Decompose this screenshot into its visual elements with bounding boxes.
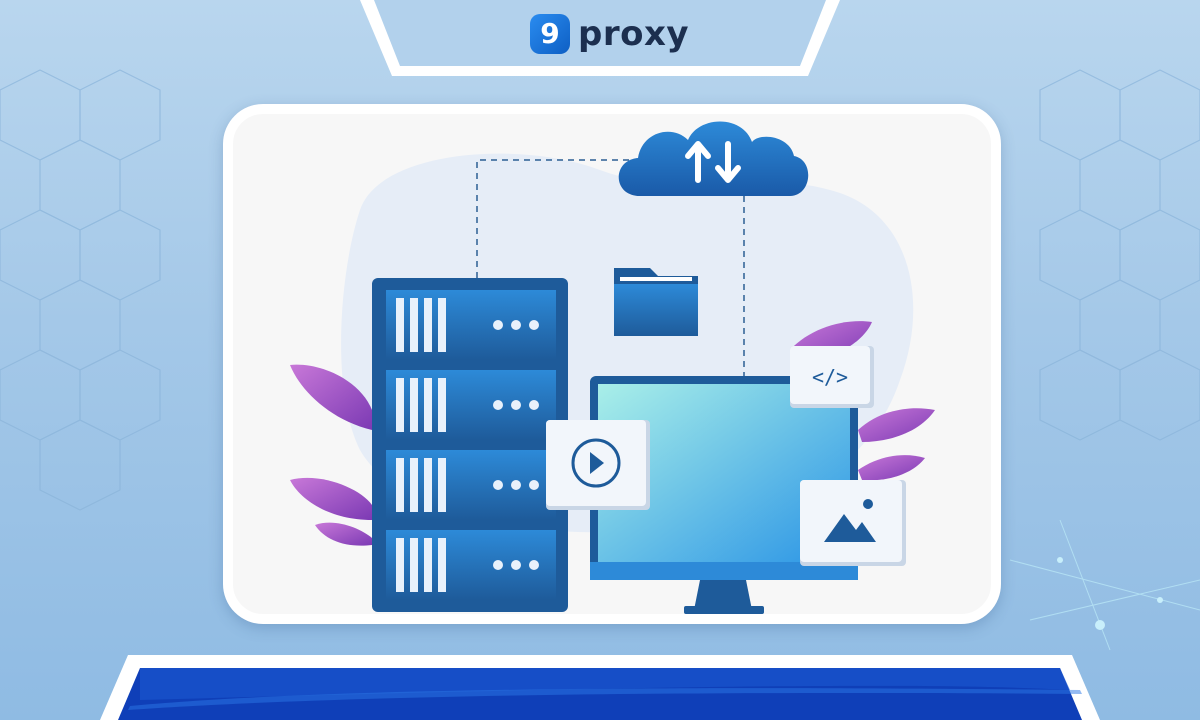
code-label: </> <box>812 365 848 389</box>
logo-tab <box>360 0 840 76</box>
logo-mark-icon: 9 <box>530 14 570 54</box>
image-icon <box>800 480 906 566</box>
server-rack-icon <box>372 278 568 612</box>
cloud-sync-icon <box>618 121 809 196</box>
code-icon: </> <box>790 346 874 408</box>
logo-text: proxy <box>578 14 690 54</box>
video-play-icon <box>546 420 650 510</box>
logo-glyph: 9 <box>540 17 560 50</box>
leaf-icon <box>290 364 372 546</box>
folder-icon <box>614 268 698 336</box>
brand-logo[interactable]: 9 proxy <box>530 12 689 56</box>
